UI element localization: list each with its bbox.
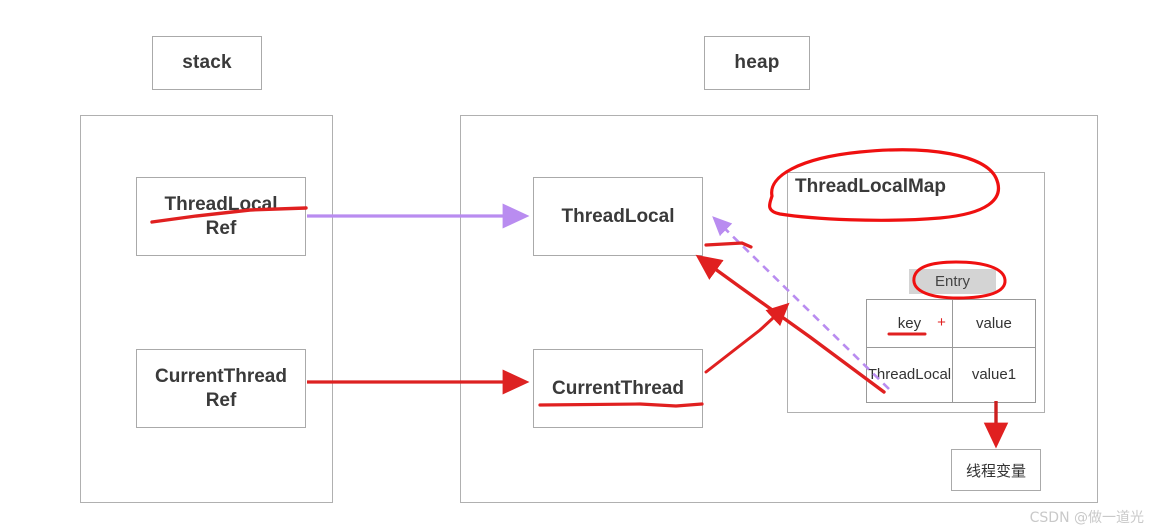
currentthread-ref-line2: Ref: [205, 389, 237, 411]
currentthread-ref-line1: CurrentThread: [155, 365, 287, 387]
currentthread-label: CurrentThread: [552, 377, 684, 399]
stack-region: [80, 115, 333, 503]
stack-label: stack: [182, 52, 232, 73]
threadlocal-ref-box: ThreadLocal Ref: [136, 177, 306, 256]
threadlocalmap-title: ThreadLocalMap: [795, 176, 946, 197]
thread-variable-label: 线程变量: [965, 461, 1026, 480]
stack-label-box: stack: [152, 36, 262, 90]
threadlocal-ref-line2: Ref: [205, 217, 237, 239]
table-row: ThreadLocal value1: [866, 347, 1037, 403]
plus-sign: +: [937, 314, 946, 331]
thread-variable-box: 线程变量: [951, 449, 1041, 491]
threadlocal-ref-label: ThreadLocal Ref: [165, 193, 278, 241]
entry-chip: Entry: [909, 269, 996, 294]
currentthread-ref-label: CurrentThread Ref: [155, 365, 287, 413]
heap-label: heap: [734, 52, 780, 73]
threadlocal-ref-line1: ThreadLocal: [164, 193, 278, 215]
currentthread-ref-box: CurrentThread Ref: [136, 349, 306, 428]
entry-value-cell: value1: [951, 347, 1037, 403]
watermark: CSDN @做一道光: [1029, 510, 1144, 526]
entry-key-header-label: key: [897, 314, 922, 332]
entry-key-cell: ThreadLocal: [866, 347, 953, 403]
entry-value-header-cell: value: [951, 299, 1037, 348]
threadlocal-label: ThreadLocal: [561, 205, 675, 227]
currentthread-box: CurrentThread: [533, 349, 703, 428]
heap-region: [460, 115, 1098, 503]
entry-key-header-cell: key +: [866, 299, 953, 348]
entry-table: key + value ThreadLocal value1: [866, 299, 1037, 403]
table-header-row: key + value: [866, 299, 1037, 348]
threadlocal-box: ThreadLocal: [533, 177, 703, 256]
heap-label-box: heap: [704, 36, 810, 90]
